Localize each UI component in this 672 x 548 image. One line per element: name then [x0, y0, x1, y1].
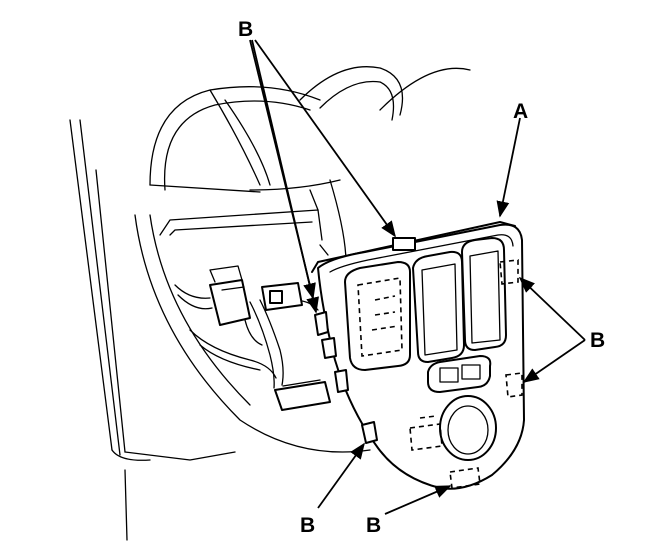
label-a: A — [513, 100, 528, 123]
label-b-bottom-left: B — [300, 514, 315, 537]
connector-lower — [274, 379, 331, 411]
callout-labels: A B B B B — [238, 18, 605, 537]
leader-b-right-2 — [522, 339, 586, 383]
dashboard-background — [69, 66, 471, 541]
label-b-right: B — [590, 329, 605, 352]
leader-lines — [249, 39, 586, 515]
label-b-bottom: B — [366, 514, 381, 537]
label-b-top: B — [238, 18, 253, 41]
leader-b-bottom — [384, 485, 452, 515]
connector-center — [261, 282, 303, 311]
switch-panel — [311, 221, 525, 490]
leader-b-bottom-left — [317, 442, 365, 509]
leader-b-top-1 — [254, 39, 396, 238]
leader-b-right-1 — [518, 276, 586, 341]
leader-b-top-3 — [249, 39, 316, 300]
leader-a — [496, 117, 521, 218]
connector-left — [209, 265, 251, 326]
